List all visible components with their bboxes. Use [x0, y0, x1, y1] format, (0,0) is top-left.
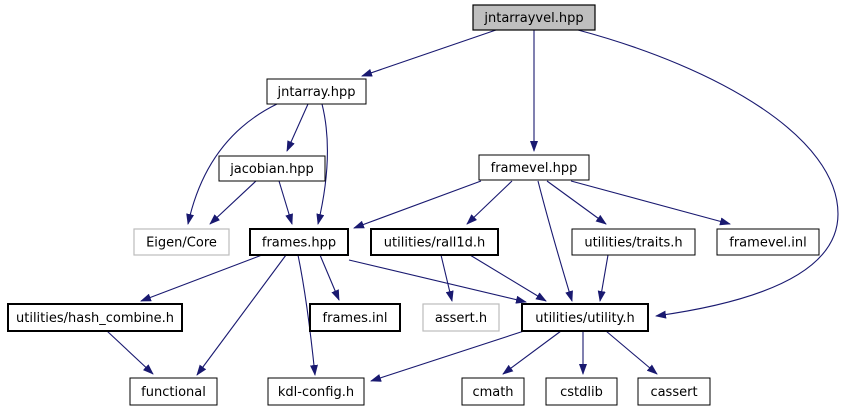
- node-box-jntarray-hpp[interactable]: [266, 78, 367, 105]
- node-frames-hpp[interactable]: frames.hpp: [249, 228, 349, 256]
- node-jntarray-hpp[interactable]: jntarray.hpp: [266, 78, 367, 105]
- node-box-assert-h: [422, 303, 500, 332]
- node-box-jacobian-hpp[interactable]: [218, 155, 326, 182]
- edge-jntarray-hpp-to-frames-hpp: [316, 103, 328, 225]
- node-box-framevel-hpp[interactable]: [478, 154, 590, 181]
- edge-frames-hpp-to-kdl-config-h: [297, 254, 318, 376]
- node-label-functional: functional: [141, 385, 206, 400]
- node-label-eigen-core: Eigen/Core: [146, 236, 217, 251]
- edge-jntarrayvel-hpp-to-utilities-utility-h: [577, 29, 839, 319]
- edge-jacobian-hpp-to-frames-hpp: [278, 180, 293, 225]
- node-box-framevel-inl[interactable]: [716, 228, 820, 256]
- node-label-utilities-rall1d-h: utilities/rall1d.h: [384, 236, 485, 251]
- node-label-cstdlib: cstdlib: [560, 385, 603, 400]
- edge-utilities-rall1d-h-to-assert-h: [440, 254, 454, 302]
- node-utilities-traits-h[interactable]: utilities/traits.h: [571, 228, 696, 256]
- node-box-cmath[interactable]: [461, 377, 525, 406]
- node-label-jacobian-hpp: jacobian.hpp: [229, 162, 314, 177]
- node-label-jntarray-hpp: jntarray.hpp: [276, 85, 355, 100]
- node-box-kdl-config-h[interactable]: [267, 377, 365, 406]
- node-jntarrayvel-hpp: jntarrayvel.hpp: [472, 4, 596, 31]
- node-label-cmath: cmath: [472, 385, 513, 400]
- edge-jntarray-hpp-to-jacobian-hpp: [286, 103, 309, 152]
- node-label-framevel-hpp: framevel.hpp: [491, 161, 578, 176]
- node-box-utilities-traits-h[interactable]: [571, 228, 696, 256]
- node-utilities-rall1d-h[interactable]: utilities/rall1d.h: [370, 228, 499, 256]
- node-eigen-core: Eigen/Core: [133, 228, 230, 256]
- node-box-frames-hpp[interactable]: [249, 228, 349, 256]
- node-functional[interactable]: functional: [129, 377, 218, 406]
- edge-framevel-hpp-to-utilities-utility-h: [537, 180, 573, 302]
- edge-utilities-utility-h-to-cmath: [502, 330, 562, 375]
- edge-framevel-hpp-to-utilities-traits-h: [546, 180, 607, 225]
- edge-jntarrayvel-hpp-to-jntarray-hpp: [361, 29, 497, 77]
- node-frames-inl[interactable]: frames.inl: [309, 303, 401, 332]
- edge-framevel-hpp-to-framevel-inl: [570, 180, 731, 226]
- edge-frames-hpp-to-utilities-hash-combine-h: [140, 254, 263, 302]
- node-cmath[interactable]: cmath: [461, 377, 525, 406]
- node-kdl-config-h[interactable]: kdl-config.h: [267, 377, 365, 406]
- node-label-framevel-inl: framevel.inl: [729, 236, 806, 251]
- node-label-assert-h: assert.h: [435, 311, 487, 326]
- node-box-frames-inl[interactable]: [309, 303, 401, 332]
- edges-layer: [106, 29, 839, 382]
- node-box-cassert[interactable]: [637, 377, 711, 406]
- edge-frames-hpp-to-functional: [196, 254, 287, 376]
- node-box-utilities-rall1d-h[interactable]: [370, 228, 499, 256]
- node-framevel-inl[interactable]: framevel.inl: [716, 228, 820, 256]
- edge-jacobian-hpp-to-eigen-core: [209, 180, 257, 225]
- node-label-frames-hpp: frames.hpp: [262, 236, 336, 251]
- node-label-jntarrayvel-hpp: jntarrayvel.hpp: [483, 11, 583, 26]
- node-jacobian-hpp[interactable]: jacobian.hpp: [218, 155, 326, 182]
- node-box-eigen-core: [133, 228, 230, 256]
- node-label-utilities-traits-h: utilities/traits.h: [584, 236, 682, 251]
- node-cstdlib[interactable]: cstdlib: [545, 377, 618, 406]
- node-box-functional[interactable]: [129, 377, 218, 406]
- node-box-utilities-hash-combine-h[interactable]: [7, 303, 183, 332]
- node-label-kdl-config-h: kdl-config.h: [278, 385, 354, 400]
- node-label-utilities-utility-h: utilities/utility.h: [535, 311, 635, 326]
- edge-frames-hpp-to-frames-inl: [319, 254, 340, 301]
- node-box-cstdlib[interactable]: [545, 377, 618, 406]
- edge-utilities-utility-h-to-cassert: [605, 330, 658, 375]
- edge-utilities-traits-h-to-utilities-utility-h: [597, 254, 609, 302]
- node-label-cassert: cassert: [650, 385, 697, 400]
- node-label-utilities-hash-combine-h: utilities/hash_combine.h: [16, 311, 174, 326]
- nodes-layer: jntarrayvel.hpp jntarray.hpp jacobian.hpp f…: [7, 4, 820, 406]
- edge-framevel-hpp-to-utilities-rall1d-h: [466, 180, 513, 225]
- node-box-jntarrayvel-hpp: [472, 4, 596, 31]
- node-box-utilities-utility-h[interactable]: [521, 303, 649, 332]
- edge-utilities-utility-h-to-kdl-config-h: [370, 330, 525, 382]
- edge-frames-hpp-to-utilities-utility-h: [348, 259, 527, 304]
- node-label-frames-inl: frames.inl: [323, 311, 388, 326]
- node-cassert[interactable]: cassert: [637, 377, 711, 406]
- node-utilities-hash-combine-h[interactable]: utilities/hash_combine.h: [7, 303, 183, 332]
- edge-jntarray-hpp-to-eigen-core: [186, 103, 278, 225]
- edge-utilities-rall1d-h-to-utilities-utility-h: [469, 254, 547, 302]
- node-assert-h: assert.h: [422, 303, 500, 332]
- node-framevel-hpp[interactable]: framevel.hpp: [478, 154, 590, 181]
- edge-utilities-hash-combine-h-to-functional: [106, 330, 154, 375]
- edge-framevel-hpp-to-frames-hpp: [353, 180, 482, 229]
- node-utilities-utility-h[interactable]: utilities/utility.h: [521, 303, 649, 332]
